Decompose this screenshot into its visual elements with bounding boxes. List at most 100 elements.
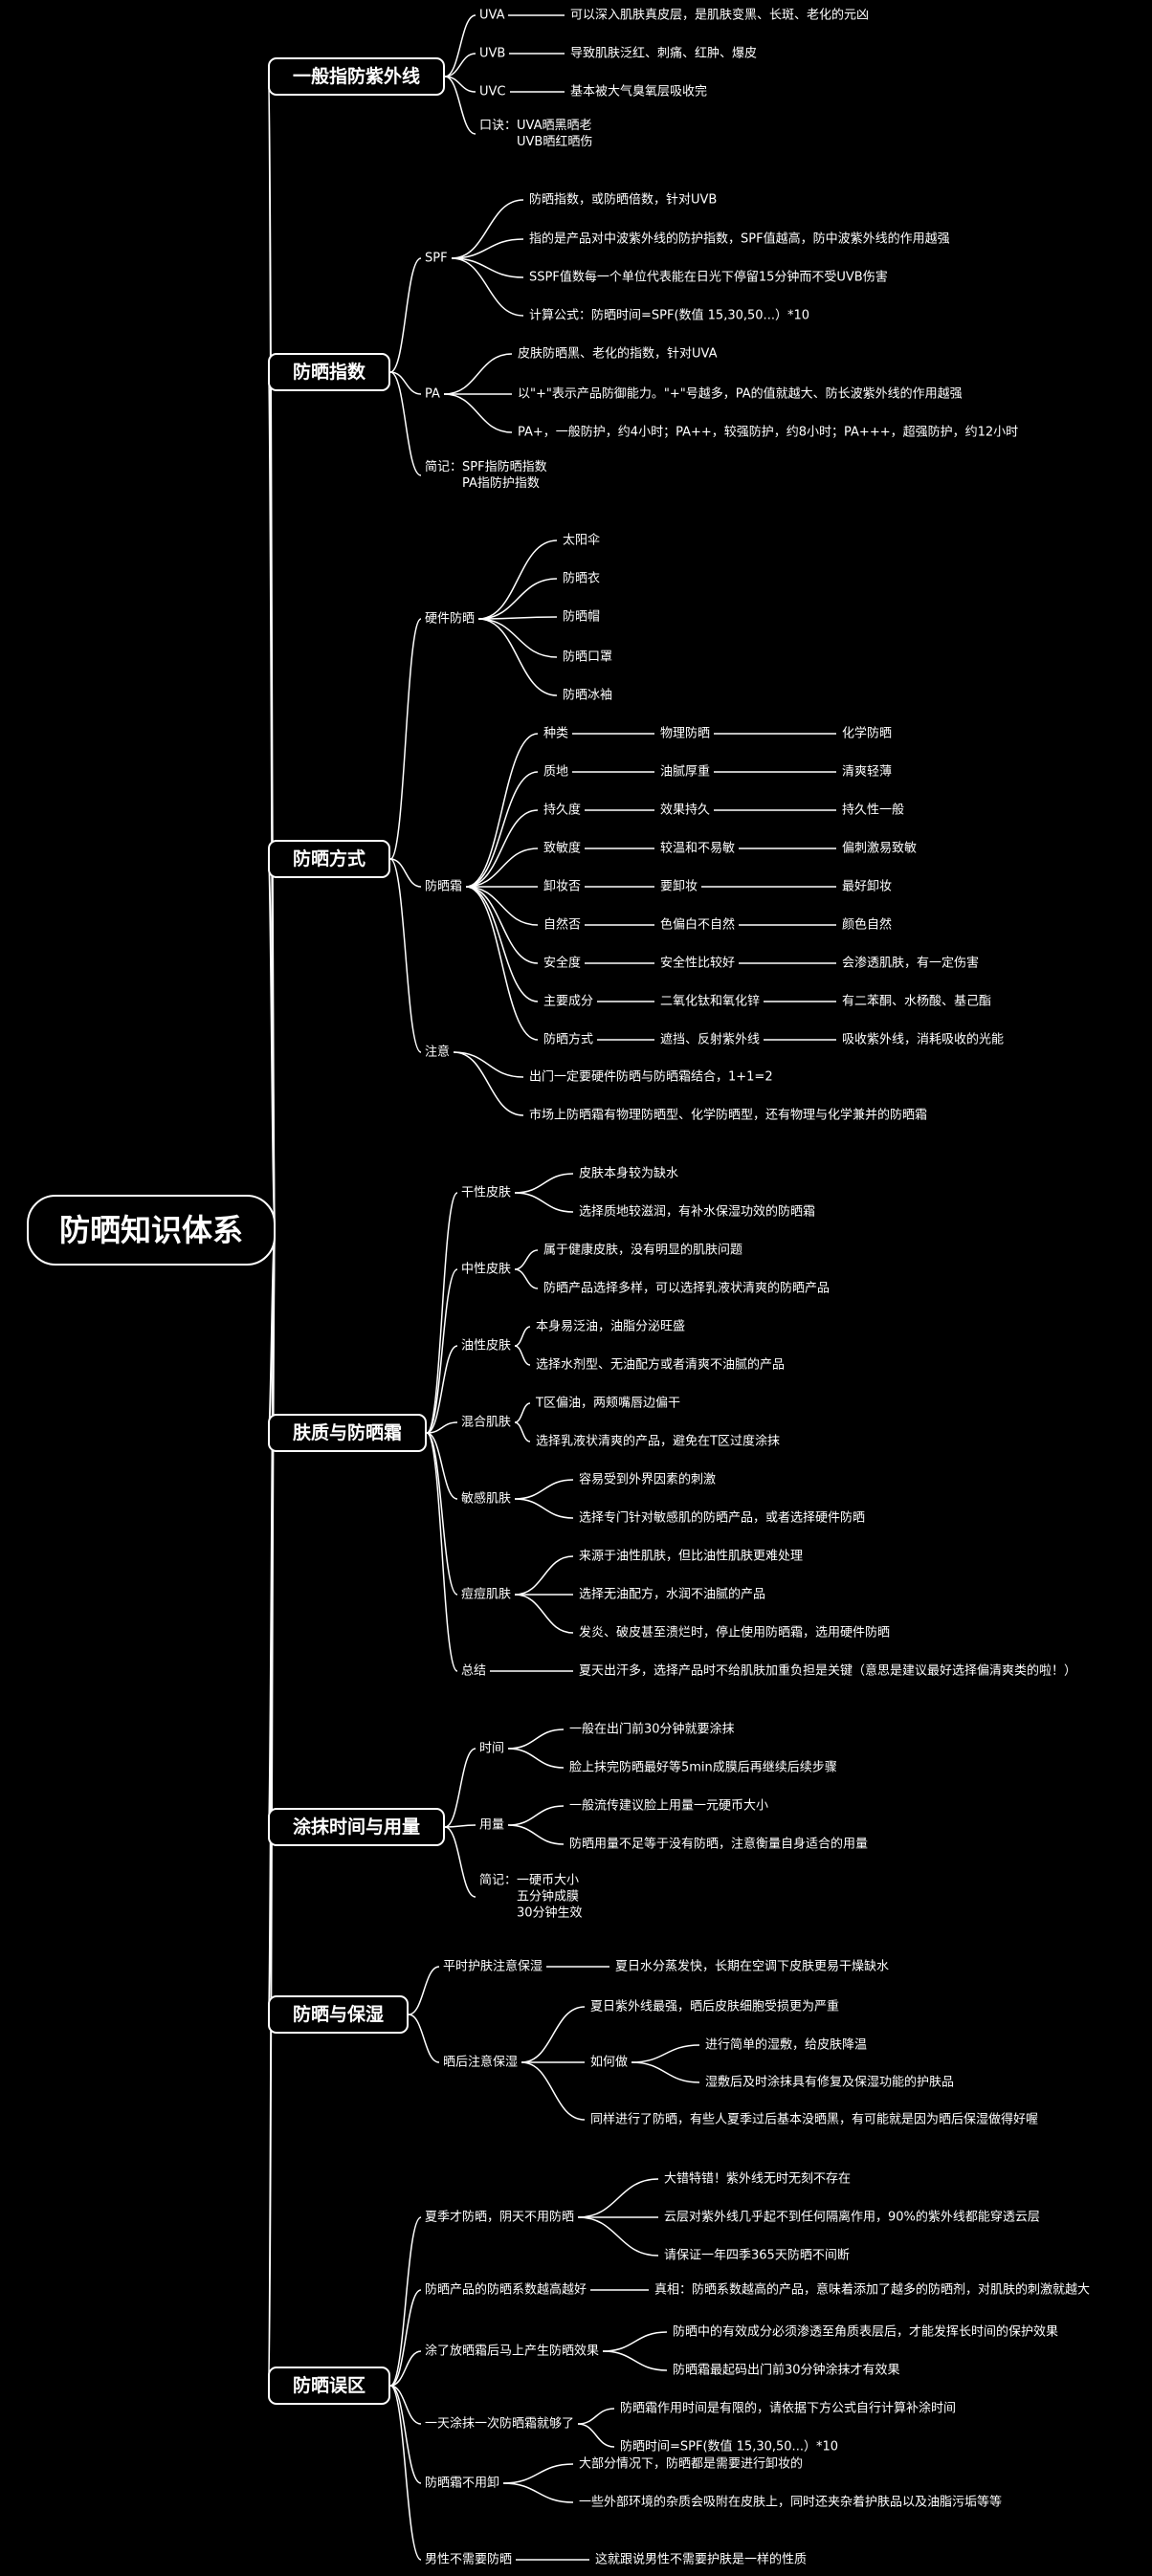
detail-node-2-1-1: 质地: [543, 764, 569, 780]
topic-node-4-2: 简记：一硬币大小 五分钟成膜 30分钟生效: [479, 1873, 583, 1921]
detail-node-2-1-8: 防晒方式: [543, 1032, 594, 1047]
topic-node-3-4: 敏感肌肤: [461, 1491, 512, 1507]
topic-node-6-1: 防晒产品的防晒系数越高越好: [425, 2282, 587, 2298]
detail-node-6-5-0: 这就跟说男性不需要护肤是一样的性质: [595, 2552, 808, 2567]
topic-node-6-3: 一天涂抹一次防晒霜就够了: [425, 2416, 575, 2432]
detail-node-4-1-0: 一般流传建议脸上用量一元硬币大小: [569, 1798, 769, 1814]
detail-node-2-0-4: 防晒冰袖: [563, 688, 613, 703]
detail-node-1-0-0: 防晒指数，或防晒倍数，针对UVB: [529, 192, 718, 208]
topic-node-6-4: 防晒霜不用卸: [425, 2476, 500, 2491]
compare-alt-node-4: 最好卸妆: [842, 879, 893, 894]
compare-node-8: 遮挡、反射紫外线: [660, 1032, 761, 1047]
detail-node-3-3-1: 选择乳液状清爽的产品，避免在T区过度涂抹: [536, 1434, 780, 1449]
detail-node-0-1-0: 导致肌肤泛红、刺痛、红肿、爆皮: [570, 46, 758, 61]
compare-alt-node-7: 有二苯酮、水杨酸、基己酯: [842, 994, 992, 1009]
topic-node-4-1: 用量: [479, 1817, 505, 1833]
compare-node-2: 效果持久: [660, 803, 711, 818]
detail-node-5-0-0: 夏日水分蒸发快，长期在空调下皮肤更易干燥缺水: [615, 1959, 890, 1974]
detail-node-1-1-1: 以"+"表示产品防御能力。"+"号越多，PA的值就越大、防长波紫外线的作用越强: [518, 386, 963, 402]
branch-node-4: 涂抹时间与用量: [268, 1808, 446, 1846]
compare-alt-node-8: 吸收紫外线，消耗吸收的光能: [842, 1032, 1005, 1047]
root-node: 防晒知识体系: [27, 1195, 277, 1266]
topic-node-3-6: 总结: [461, 1663, 487, 1679]
topic-node-0-2: UVC: [479, 84, 506, 99]
detail-node-6-2-0: 防晒中的有效成分必须渗透至角质表层后，才能发挥长时间的保护效果: [673, 2324, 1059, 2340]
detail-node-3-2-0: 本身易泛油，油脂分泌旺盛: [536, 1319, 686, 1334]
detail-node-3-5-2: 发炎、破皮甚至溃烂时，停止使用防晒霜，选用硬件防晒: [579, 1625, 891, 1640]
detail-node-5-1-0: 夏日紫外线最强，晒后皮肤细胞受损更为严重: [590, 1999, 840, 2015]
detail-node-2-1-5: 自然否: [543, 917, 582, 933]
detail-node-6-4-0: 大部分情况下，防晒都是需要进行卸妆的: [579, 2456, 804, 2472]
detail-node-3-0-0: 皮肤本身较为缺水: [579, 1166, 679, 1181]
branch-node-1: 防晒指数: [268, 353, 391, 391]
detail-node-2-1-2: 持久度: [543, 803, 582, 818]
compare-alt-node-5: 颜色自然: [842, 917, 893, 933]
topic-node-5-1: 晒后注意保湿: [443, 2055, 519, 2070]
branch-node-2: 防晒方式: [268, 840, 391, 878]
compare-node-1: 油腻厚重: [660, 764, 711, 780]
detail-node-6-0-1: 云层对紫外线几乎起不到任何隔离作用，90%的紫外线都能穿透云层: [664, 2210, 1040, 2225]
detail-node-2-1-3: 致敏度: [543, 841, 582, 856]
topic-node-5-0: 平时护肤注意保湿: [443, 1959, 543, 1974]
topic-node-6-0: 夏季才防晒，阴天不用防晒: [425, 2210, 575, 2225]
detail-node-2-1-6: 安全度: [543, 956, 582, 971]
compare-alt-node-2: 持久性一般: [842, 803, 905, 818]
detail-node-3-3-0: T区偏油，两颊嘴唇边偏干: [536, 1396, 680, 1411]
detail-node-1-0-2: SSPF值数每一个单位代表能在日光下停留15分钟而不受UVB伤害: [529, 270, 888, 285]
compare-node-4: 要卸妆: [660, 879, 698, 894]
branch-node-5: 防晒与保湿: [268, 1995, 410, 2034]
topic-node-3-5: 痘痘肌肤: [461, 1587, 512, 1602]
topic-node-1-0: SPF: [425, 251, 448, 266]
detail-node-3-6-0: 夏天出汗多，选择产品时不给肌肤加重负担是关键（意思是建议最好选择偏清爽类的啦！）: [579, 1663, 1077, 1679]
detail-node-0-0-0: 可以深入肌肤真皮层，是肌肤变黑、长斑、老化的元凶: [570, 8, 870, 23]
detail-node-3-4-1: 选择专门针对敏感肌的防晒产品，或者选择硬件防晒: [579, 1510, 866, 1526]
compare-node-0: 物理防晒: [660, 726, 711, 741]
sub-detail-node-1: 湿敷后及时涂抹具有修复及保湿功能的护肤品: [705, 2075, 955, 2090]
topic-node-0-3: 口诀：UVA晒黑晒老 UVB晒红晒伤: [479, 119, 593, 149]
detail-node-2-1-4: 卸妆否: [543, 879, 582, 894]
detail-node-2-2-0: 出门一定要硬件防晒与防晒霜结合，1+1=2: [529, 1069, 773, 1085]
detail-node-6-0-2: 请保证一年四季365天防晒不间断: [664, 2248, 850, 2263]
topic-node-6-2: 涂了放晒霜后马上产生防晒效果: [425, 2344, 600, 2359]
detail-node-4-0-1: 脸上抹完防晒最好等5min成膜后再继续后续步骤: [569, 1760, 837, 1775]
detail-node-3-4-0: 容易受到外界因素的刺激: [579, 1472, 717, 1487]
compare-alt-node-3: 偏刺激易致敏: [842, 841, 918, 856]
topic-node-3-3: 混合肌肤: [461, 1415, 512, 1430]
detail-node-6-1-0: 真相：防晒系数越高的产品，意味着添加了越多的防晒剂，对肌肤的刺激就越大: [654, 2282, 1091, 2298]
branch-node-0: 一般指防紫外线: [268, 57, 446, 96]
detail-node-2-0-2: 防晒帽: [563, 609, 601, 625]
detail-node-0-2-0: 基本被大气臭氧层吸收完: [570, 84, 708, 99]
topic-node-1-1: PA: [425, 386, 440, 402]
topic-node-3-1: 中性皮肤: [461, 1262, 512, 1277]
detail-node-6-3-0: 防晒霜作用时间是有限的，请依据下方公式自行计算补涂时间: [620, 2401, 957, 2416]
detail-node-3-5-1: 选择无油配方，水润不油腻的产品: [579, 1587, 766, 1602]
compare-alt-node-6: 会渗透肌肤，有一定伤害: [842, 956, 980, 971]
topic-node-3-2: 油性皮肤: [461, 1338, 512, 1354]
sub-detail-node-0: 进行简单的湿敷，给皮肤降温: [705, 2037, 868, 2053]
topic-node-2-1: 防晒霜: [425, 879, 463, 894]
detail-node-1-0-1: 指的是产品对中波紫外线的防护指数，SPF值越高，防中波紫外线的作用越强: [529, 231, 950, 247]
branch-node-3: 肤质与防晒霜: [268, 1414, 428, 1452]
detail-node-3-0-1: 选择质地较滋润，有补水保湿功效的防晒霜: [579, 1204, 816, 1220]
compare-node-6: 安全性比较好: [660, 956, 736, 971]
detail-node-1-1-0: 皮肤防晒黑、老化的指数，针对UVA: [518, 346, 718, 362]
compare-node-7: 二氧化钛和氧化锌: [660, 994, 761, 1009]
detail-node-2-0-0: 太阳伞: [563, 533, 601, 548]
detail-node-2-2-1: 市场上防晒霜有物理防晒型、化学防晒型，还有物理与化学兼并的防晒霜: [529, 1108, 928, 1123]
branch-node-6: 防晒误区: [268, 2367, 391, 2405]
detail-node-3-2-1: 选择水剂型、无油配方或者清爽不油腻的产品: [536, 1357, 786, 1373]
detail-node-4-0-0: 一般在出门前30分钟就要涂抹: [569, 1722, 735, 1737]
detail-node-1-1-2: PA+，一般防护，约4小时；PA++，较强防护，约8小时；PA+++，超强防护，…: [518, 425, 1019, 440]
compare-node-3: 较温和不易敏: [660, 841, 736, 856]
detail-node-3-5-0: 来源于油性肌肤，但比油性肌肤更难处理: [579, 1549, 804, 1564]
topic-node-1-2: 简记：SPF指防晒指数 PA指防护指数: [425, 460, 547, 491]
compare-node-5: 色偏白不自然: [660, 917, 736, 933]
detail-node-2-1-0: 种类: [543, 726, 569, 741]
compare-alt-node-0: 化学防晒: [842, 726, 893, 741]
topic-node-2-0: 硬件防晒: [425, 611, 476, 627]
detail-node-6-2-1: 防晒霜最起码出门前30分钟涂抹才有效果: [673, 2363, 900, 2378]
detail-node-3-1-0: 属于健康皮肤，没有明显的肌肤问题: [543, 1243, 743, 1258]
detail-node-6-3-1: 防晒时间=SPF(数值 15,30,50...）*10: [620, 2439, 838, 2455]
topic-node-2-2: 注意: [425, 1045, 451, 1060]
